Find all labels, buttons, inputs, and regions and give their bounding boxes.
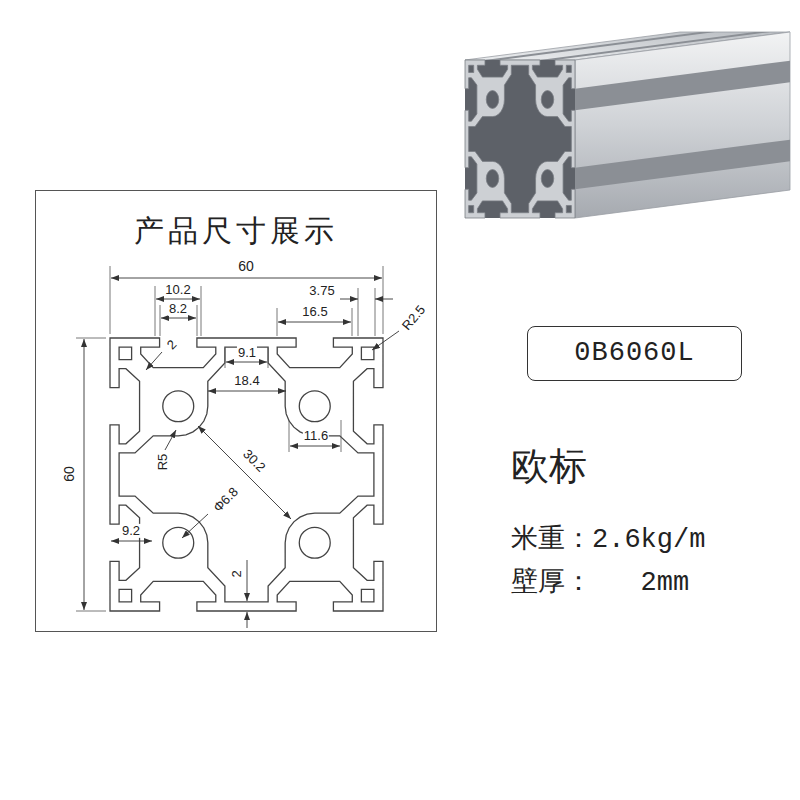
dimension-lines xyxy=(76,266,399,628)
model-code: 0B6060L xyxy=(574,337,694,369)
dimension-value: 18.4 xyxy=(233,374,260,388)
standard-label: 欧标 xyxy=(510,446,588,488)
wall-value: 2 xyxy=(230,569,244,578)
dimension-line xyxy=(161,318,196,319)
dimension-line xyxy=(84,339,85,610)
profile-section xyxy=(110,338,383,611)
extension-line xyxy=(375,288,376,336)
dimension-line xyxy=(198,426,291,519)
wall-spec: 壁厚： 2mm xyxy=(510,569,690,599)
dimension-line xyxy=(111,541,152,542)
dimension-value: 60 xyxy=(62,465,77,483)
extension-line xyxy=(358,288,359,336)
dimension-value: 30.2 xyxy=(239,446,268,475)
dimension-line xyxy=(165,430,176,450)
photo-front-face xyxy=(465,60,575,218)
profile-outline xyxy=(110,338,383,611)
extension-line xyxy=(341,420,342,452)
drawing-frame: 产品尺寸展示 xyxy=(35,190,437,632)
extension-line xyxy=(76,611,106,612)
photo-top-slot xyxy=(540,32,770,60)
photo-side-slot xyxy=(575,140,790,190)
extension-line xyxy=(383,266,384,334)
dimension-line xyxy=(111,278,382,279)
dimension-value: 9.2 xyxy=(121,524,141,538)
hole-diameter: Φ6.8 xyxy=(210,484,242,516)
extrusion-photo xyxy=(465,32,790,218)
dimension-line xyxy=(372,331,399,350)
radius-value: R2.5 xyxy=(399,302,429,334)
dimension-line xyxy=(247,560,248,601)
photo-top-slot xyxy=(485,32,715,60)
extension-line xyxy=(110,266,111,334)
photo-side-slot xyxy=(575,61,790,111)
extension-line xyxy=(289,420,290,452)
model-box: 0B6060L xyxy=(527,326,742,381)
dimension-line xyxy=(182,514,208,538)
extension-line xyxy=(268,348,269,368)
dimension-value: 11.6 xyxy=(303,429,329,443)
dimension-value: 9.1 xyxy=(237,346,257,360)
dimension-line xyxy=(156,299,200,300)
dimension-line xyxy=(375,299,393,300)
dimension-line xyxy=(290,446,340,447)
extension-line xyxy=(352,308,353,336)
photo-side-face xyxy=(575,32,790,218)
dimension-line xyxy=(146,352,162,370)
dimension-value: 16.5 xyxy=(301,305,328,319)
dimension-line xyxy=(247,612,248,628)
wall-value: 2 xyxy=(164,337,181,354)
extension-line xyxy=(76,338,106,339)
dimension-value: 60 xyxy=(237,259,255,274)
dimension-value: 8.2 xyxy=(168,302,188,316)
photo-front-shadow xyxy=(465,60,575,218)
extension-line xyxy=(277,308,278,336)
dimension-line xyxy=(340,299,358,300)
radius-value: R5 xyxy=(156,453,170,472)
dimension-value: 10.2 xyxy=(164,283,191,297)
extension-line xyxy=(160,305,161,336)
dimension-value: 3.75 xyxy=(308,284,335,298)
extension-line xyxy=(155,286,156,336)
extension-line xyxy=(197,305,198,336)
dimension-line xyxy=(208,391,286,392)
dimension-line xyxy=(278,322,351,323)
extension-line xyxy=(225,348,226,368)
dimension-line xyxy=(226,362,267,363)
extension-line xyxy=(201,286,202,336)
weight-spec: 米重：2.6kg/m xyxy=(510,526,706,556)
frame-heading: 产品尺寸展示 xyxy=(134,213,338,249)
